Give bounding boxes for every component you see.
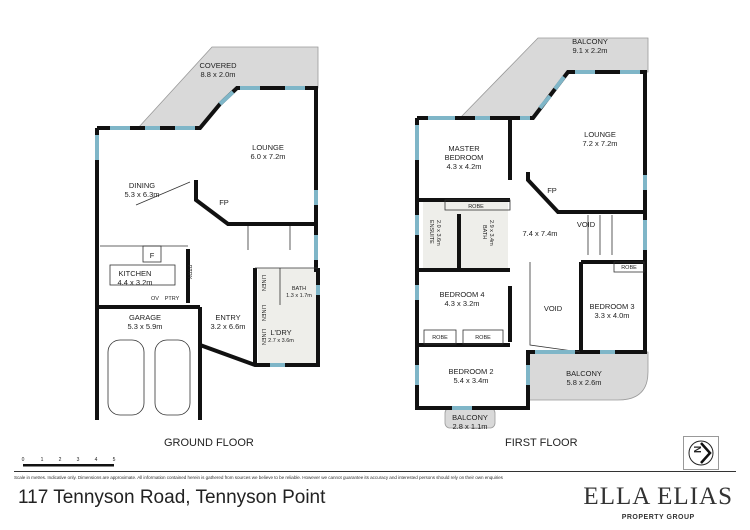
first-exterior-wall — [415, 70, 647, 410]
room-label-lounge: LOUNGE — [584, 130, 616, 139]
disclaimer: Scale in metres. Indicative only. Dimens… — [14, 475, 503, 480]
room-label-garage: GARAGE — [129, 313, 161, 322]
pantry-label: PTRY — [186, 265, 192, 280]
balcony-top — [459, 37, 649, 119]
balcony-right — [527, 351, 649, 401]
room-size-lounge: 7.2 x 7.2m — [582, 139, 617, 148]
room-label-master-bedroom: BEDROOM — [445, 153, 484, 162]
room-size-garage: 5.3 x 5.9m — [127, 322, 162, 331]
fireplace-wall — [194, 180, 316, 226]
room-size-covered: 8.8 x 2.0m — [200, 70, 235, 79]
fireplace-label: FP — [219, 198, 229, 207]
scale-tick: 1 — [41, 457, 44, 463]
room-label-lounge: LOUNGE — [252, 143, 284, 152]
ground-exterior-wall — [97, 86, 320, 420]
room-size-balcony: 2.8 x 1.1m — [452, 422, 487, 431]
room-label-master-bedroom: MASTER — [448, 144, 480, 153]
robe-label: ROBE — [621, 265, 637, 271]
linen-label: LINEN — [260, 329, 266, 345]
north-arrow-icon: N — [683, 436, 719, 470]
laundry-floor — [258, 268, 318, 363]
room-label-laundry: L'DRY — [270, 328, 291, 337]
first-floor-title: FIRST FLOOR — [505, 437, 578, 449]
room-size-bath: 2.9 x 3.4m — [488, 220, 494, 246]
brand-name: ELLA ELIAS — [583, 483, 733, 510]
first-floor-plan: BALCONY 9.1 x 2.2m LOUNGE 7.2 x 7.2m MAS… — [415, 37, 649, 431]
scale-bar: 0 1 2 3 4 5 — [22, 457, 116, 467]
divider — [14, 471, 736, 472]
room-size-ensuite: 2.0 x 3.6m — [435, 220, 441, 246]
room-size-bath: 1.3 x 1.7m — [286, 293, 312, 299]
room-label-ensuite: ENSUITE — [428, 220, 434, 244]
room-size-bedroom-3: 3.3 x 4.0m — [594, 311, 629, 320]
property-address: 117 Tennyson Road, Tennyson Point — [18, 487, 326, 508]
room-label-balcony: BALCONY — [572, 37, 608, 46]
room-size-balcony: 5.8 x 2.6m — [566, 378, 601, 387]
car-icon — [154, 339, 191, 416]
bathroom-floor — [423, 202, 508, 268]
svg-text:N: N — [693, 446, 704, 453]
room-label-entry: ENTRY — [215, 313, 240, 322]
ground-floor-title: GROUND FLOOR — [164, 437, 254, 449]
robe-label: ROBE — [475, 335, 491, 341]
fridge-label: F — [150, 251, 155, 260]
room-size-bedroom-2: 5.4 x 3.4m — [453, 376, 488, 385]
room-label-balcony: BALCONY — [566, 369, 602, 378]
room-size-dining: 5.3 x 6.3m — [124, 190, 159, 199]
ground-floor-plan: COVERED 8.8 x 2.0m LOUNGE 6.0 x 7.2m DIN… — [95, 46, 320, 420]
scale-tick: 0 — [22, 457, 25, 463]
room-label-bedroom-3: BEDROOM 3 — [589, 302, 634, 311]
scale-tick: 2 — [59, 457, 62, 463]
scale-tick: 3 — [77, 457, 80, 463]
fireplace-label: FP — [547, 186, 557, 195]
room-size-balcony: 9.1 x 2.2m — [572, 46, 607, 55]
fireplace-wall — [526, 172, 645, 214]
floor-plan-drawing: COVERED 8.8 x 2.0m LOUNGE 6.0 x 7.2m DIN… — [95, 37, 649, 431]
room-label-bath: BATH — [481, 225, 487, 239]
robe-label: ROBE — [432, 335, 448, 341]
room-size-bedroom-4: 4.3 x 3.2m — [444, 299, 479, 308]
room-label-bedroom-2: BEDROOM 2 — [448, 367, 493, 376]
room-size-master-bedroom: 4.3 x 4.2m — [446, 162, 481, 171]
linen-label: LINEN — [260, 305, 266, 321]
linen-label: LINEN — [260, 275, 266, 291]
brand-logo: ELLA ELIAS PROPERTY GROUP — [583, 483, 733, 521]
room-size-lounge: 6.0 x 7.2m — [250, 152, 285, 161]
scale-tick: 5 — [113, 457, 116, 463]
room-size-hall: 7.4 x 7.4m — [522, 229, 557, 238]
car-icon — [107, 339, 145, 416]
room-size-laundry: 2.7 x 3.6m — [268, 338, 294, 344]
robe-label: ROBE — [468, 204, 484, 210]
room-label-kitchen: KITCHEN — [119, 269, 152, 278]
room-label-bath: BATH — [292, 286, 306, 292]
void-label: VOID — [577, 220, 596, 229]
room-label-bedroom-4: BEDROOM 4 — [439, 290, 484, 299]
room-size-kitchen: 4.4 x 3.2m — [117, 278, 152, 287]
room-label-balcony: BALCONY — [452, 413, 488, 422]
room-label-dining: DINING — [129, 181, 155, 190]
room-size-entry: 3.2 x 6.6m — [210, 322, 245, 331]
pantry-label: PTRY — [165, 296, 180, 302]
brand-subtitle: PROPERTY GROUP — [621, 514, 695, 521]
room-label-covered: COVERED — [199, 61, 237, 70]
scale-tick: 4 — [95, 457, 98, 463]
void-label: VOID — [544, 304, 563, 313]
oven-label: OV — [151, 296, 159, 302]
